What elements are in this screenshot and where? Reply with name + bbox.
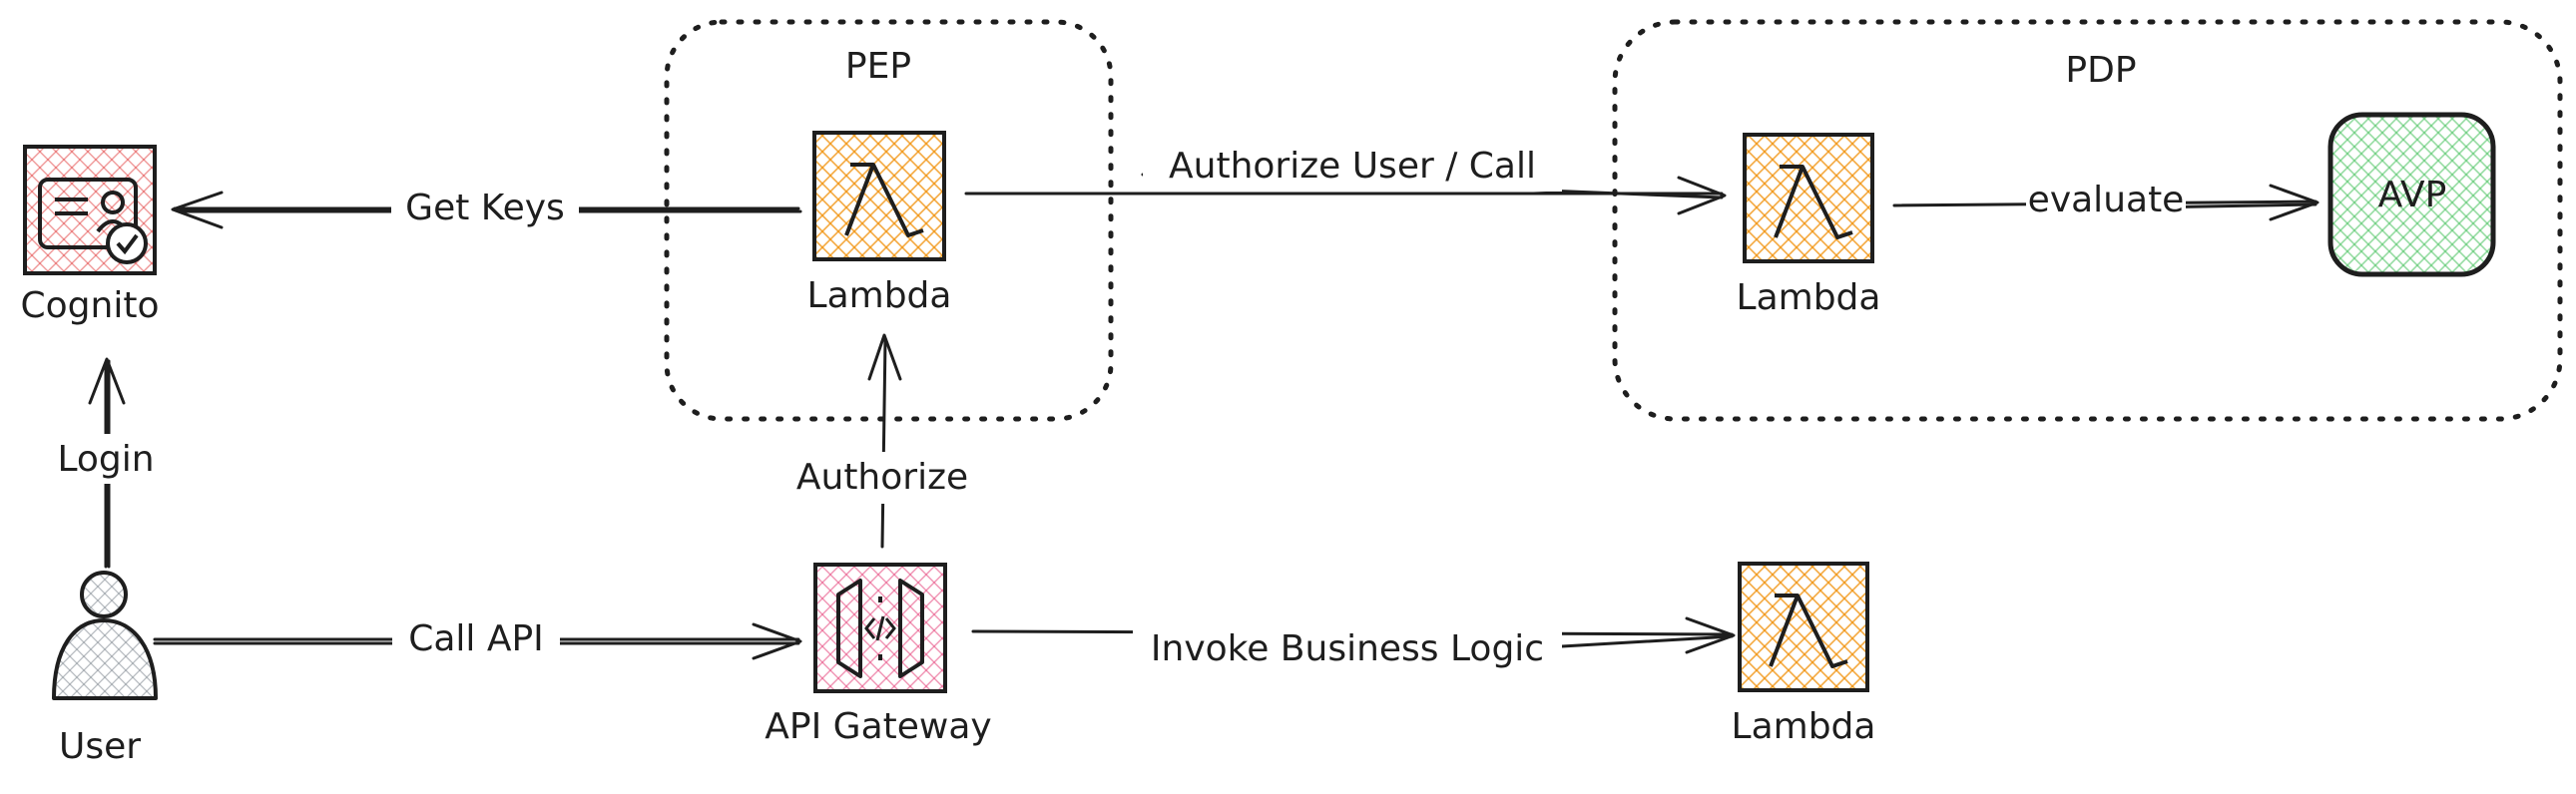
edge-evaluate: evaluate <box>1892 177 2319 226</box>
lambda-icon <box>1738 562 1869 692</box>
node-cognito: Cognito <box>21 145 160 326</box>
edge-login: Login <box>55 357 160 569</box>
node-user: User <box>52 571 158 767</box>
node-label-business-lambda: Lambda <box>1732 706 1876 747</box>
node-label-api-gateway: API Gateway <box>765 706 991 747</box>
api-gateway-icon <box>813 563 947 693</box>
lambda-icon <box>812 131 946 261</box>
edge-label-login: Login <box>57 439 154 480</box>
edge-label-invoke: Invoke Business Logic <box>1151 628 1544 669</box>
edge-label-call-api: Call API <box>408 618 544 659</box>
node-avp: AVP <box>2327 112 2496 277</box>
node-api-gateway: API Gateway <box>765 563 992 747</box>
edge-get-keys: Get Keys <box>171 183 802 232</box>
pdp-group-label: PDP <box>2065 50 2136 91</box>
pep-group: PEP <box>664 19 1114 422</box>
node-label-avp: AVP <box>2378 175 2447 215</box>
pep-group-label: PEP <box>845 46 911 87</box>
edge-label-authorize-user: Authorize User / Call <box>1169 146 1536 187</box>
node-pep-lambda: Lambda <box>807 131 952 316</box>
edge-invoke: Invoke Business Logic <box>971 616 1736 674</box>
pdp-group: PDP <box>1612 19 2563 422</box>
edge-label-get-keys: Get Keys <box>405 188 565 228</box>
edge-authorize-user: Authorize User / Call <box>964 140 1727 215</box>
lambda-icon <box>1743 133 1874 263</box>
node-label-cognito: Cognito <box>21 285 160 326</box>
edge-label-authorize: Authorize <box>796 457 968 498</box>
node-business-lambda: Lambda <box>1732 562 1876 747</box>
cognito-icon <box>23 145 157 275</box>
node-pdp-lambda: Lambda <box>1737 133 1881 318</box>
node-label-pep-lambda: Lambda <box>807 275 952 316</box>
edge-authorize: Authorize <box>782 333 982 549</box>
node-label-pdp-lambda: Lambda <box>1737 277 1881 318</box>
edge-call-api: Call API <box>153 614 802 664</box>
edge-label-evaluate: evaluate <box>2028 180 2185 220</box>
user-icon <box>52 571 158 700</box>
node-label-user: User <box>59 726 141 767</box>
